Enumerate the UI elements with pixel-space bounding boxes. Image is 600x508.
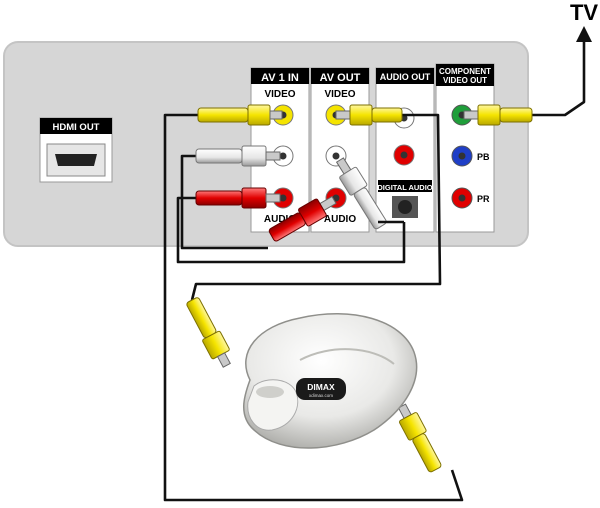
digital-audio-jack xyxy=(392,196,418,218)
hdmi-connector-icon xyxy=(55,154,97,166)
tv-cable xyxy=(530,38,586,117)
red-plug-av-out-diagonal xyxy=(268,195,337,242)
av-out-header: AV OUT xyxy=(320,72,361,84)
audio-out-header: AUDIO OUT xyxy=(380,72,431,82)
av-out-video-cable xyxy=(190,113,442,301)
av-out-video-label: VIDEO xyxy=(324,89,355,100)
yellow-plug-dimax-in xyxy=(186,297,231,368)
hdmi-out-label: HDMI OUT xyxy=(53,122,100,133)
yellow-plug-av-out xyxy=(335,104,403,126)
audio-out-right-jack xyxy=(393,144,415,166)
pb-label: PB xyxy=(477,152,490,162)
cables xyxy=(163,38,586,502)
av1-in-video-label: VIDEO xyxy=(264,89,295,100)
dimax-logo xyxy=(296,378,346,400)
hdmi-out-port: HDMI OUT xyxy=(39,117,113,183)
component-header-line1: COMPONENT xyxy=(439,67,491,76)
digital-audio-label: DIGITAL AUDIO xyxy=(377,183,432,192)
pr-label: PR xyxy=(477,194,490,204)
white-plug-av-out-diagonal xyxy=(335,157,387,230)
component-video-out-section: COMPONENT VIDEO OUT PB PR xyxy=(435,63,495,233)
yellow-plug-dimax-out xyxy=(397,403,442,473)
av1-in-audio-label: AUDIO xyxy=(264,214,296,225)
yellow-plug-av1-in xyxy=(197,104,283,126)
component-pr-jack xyxy=(451,187,473,209)
tv-arrow-icon xyxy=(576,26,592,42)
av1-in-header: AV 1 IN xyxy=(261,72,299,84)
yellow-video-cable-loop xyxy=(163,113,464,502)
av1-in-audio-left-jack xyxy=(272,145,294,167)
dimax-brand-label: DIMAX xyxy=(307,382,335,392)
white-audio-cable xyxy=(180,154,268,250)
yellow-plug-component xyxy=(463,104,533,126)
av1-in-video-jack xyxy=(272,104,294,126)
audio-out-section: AUDIO OUT DIGITAL AUDIO xyxy=(375,67,435,233)
red-plug-av1-in xyxy=(195,187,281,209)
tv-label: TV xyxy=(570,0,598,25)
component-header-line2: VIDEO OUT xyxy=(443,76,487,85)
av-out-audio-label: AUDIO xyxy=(324,214,356,225)
white-plug-av1-in xyxy=(195,145,281,167)
component-pb-jack xyxy=(451,145,473,167)
red-audio-cable xyxy=(176,196,406,264)
dimax-device: DIMAX xdimax.com xyxy=(243,313,418,449)
dimax-url-label: xdimax.com xyxy=(309,393,333,398)
